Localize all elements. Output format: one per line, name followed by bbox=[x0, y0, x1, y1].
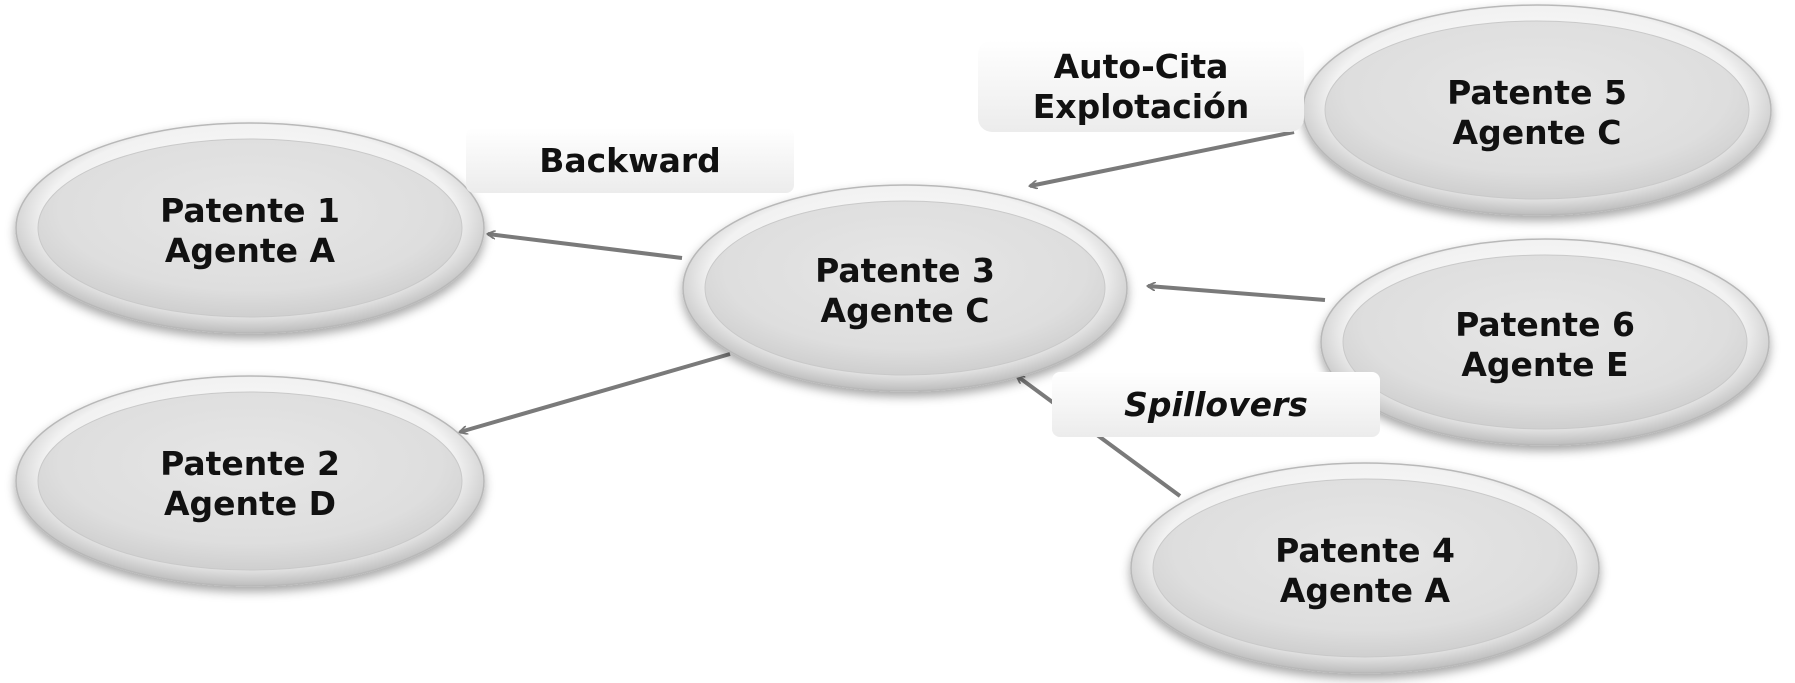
node-p4-face bbox=[1152, 478, 1578, 658]
node-p3-line2: Agente C bbox=[821, 291, 990, 330]
label-backward: Backward bbox=[466, 128, 794, 193]
node-p3-line1: Patente 3 bbox=[815, 251, 995, 290]
label-backward-text: Backward bbox=[539, 141, 721, 180]
edge-p3-to-p2 bbox=[460, 352, 731, 432]
node-p4-line1: Patente 4 bbox=[1275, 531, 1455, 570]
node-p5-line2: Agente C bbox=[1453, 113, 1622, 152]
label-auto-cita-line2: Explotación bbox=[1033, 87, 1250, 126]
edge-p6-to-p3 bbox=[1148, 286, 1326, 302]
label-spillovers-text: Spillovers bbox=[1124, 385, 1308, 424]
node-p4-line2: Agente A bbox=[1280, 571, 1451, 610]
label-auto-cita-line1: Auto-Cita bbox=[1054, 47, 1229, 86]
node-p6-line2: Agente E bbox=[1461, 345, 1628, 384]
edge-p5-to-p3 bbox=[1030, 130, 1295, 186]
node-p1-line1: Patente 1 bbox=[160, 191, 340, 230]
label-auto-cita: Auto-Cita Explotación bbox=[978, 40, 1304, 132]
node-p1-line2: Agente A bbox=[165, 231, 336, 270]
node-p3-face bbox=[704, 200, 1106, 376]
node-p1-face bbox=[37, 138, 463, 318]
node-p6-line1: Patente 6 bbox=[1455, 305, 1635, 344]
node-p2-face bbox=[37, 391, 463, 571]
node-p2-line1: Patente 2 bbox=[160, 444, 340, 483]
label-spillovers: Spillovers bbox=[1052, 372, 1380, 437]
node-p5-line1: Patente 5 bbox=[1447, 73, 1627, 112]
node-p6-face bbox=[1342, 254, 1748, 430]
edge-p3-to-p1 bbox=[488, 234, 683, 260]
node-p2-line2: Agente D bbox=[164, 484, 336, 523]
node-p5-face bbox=[1324, 20, 1750, 200]
